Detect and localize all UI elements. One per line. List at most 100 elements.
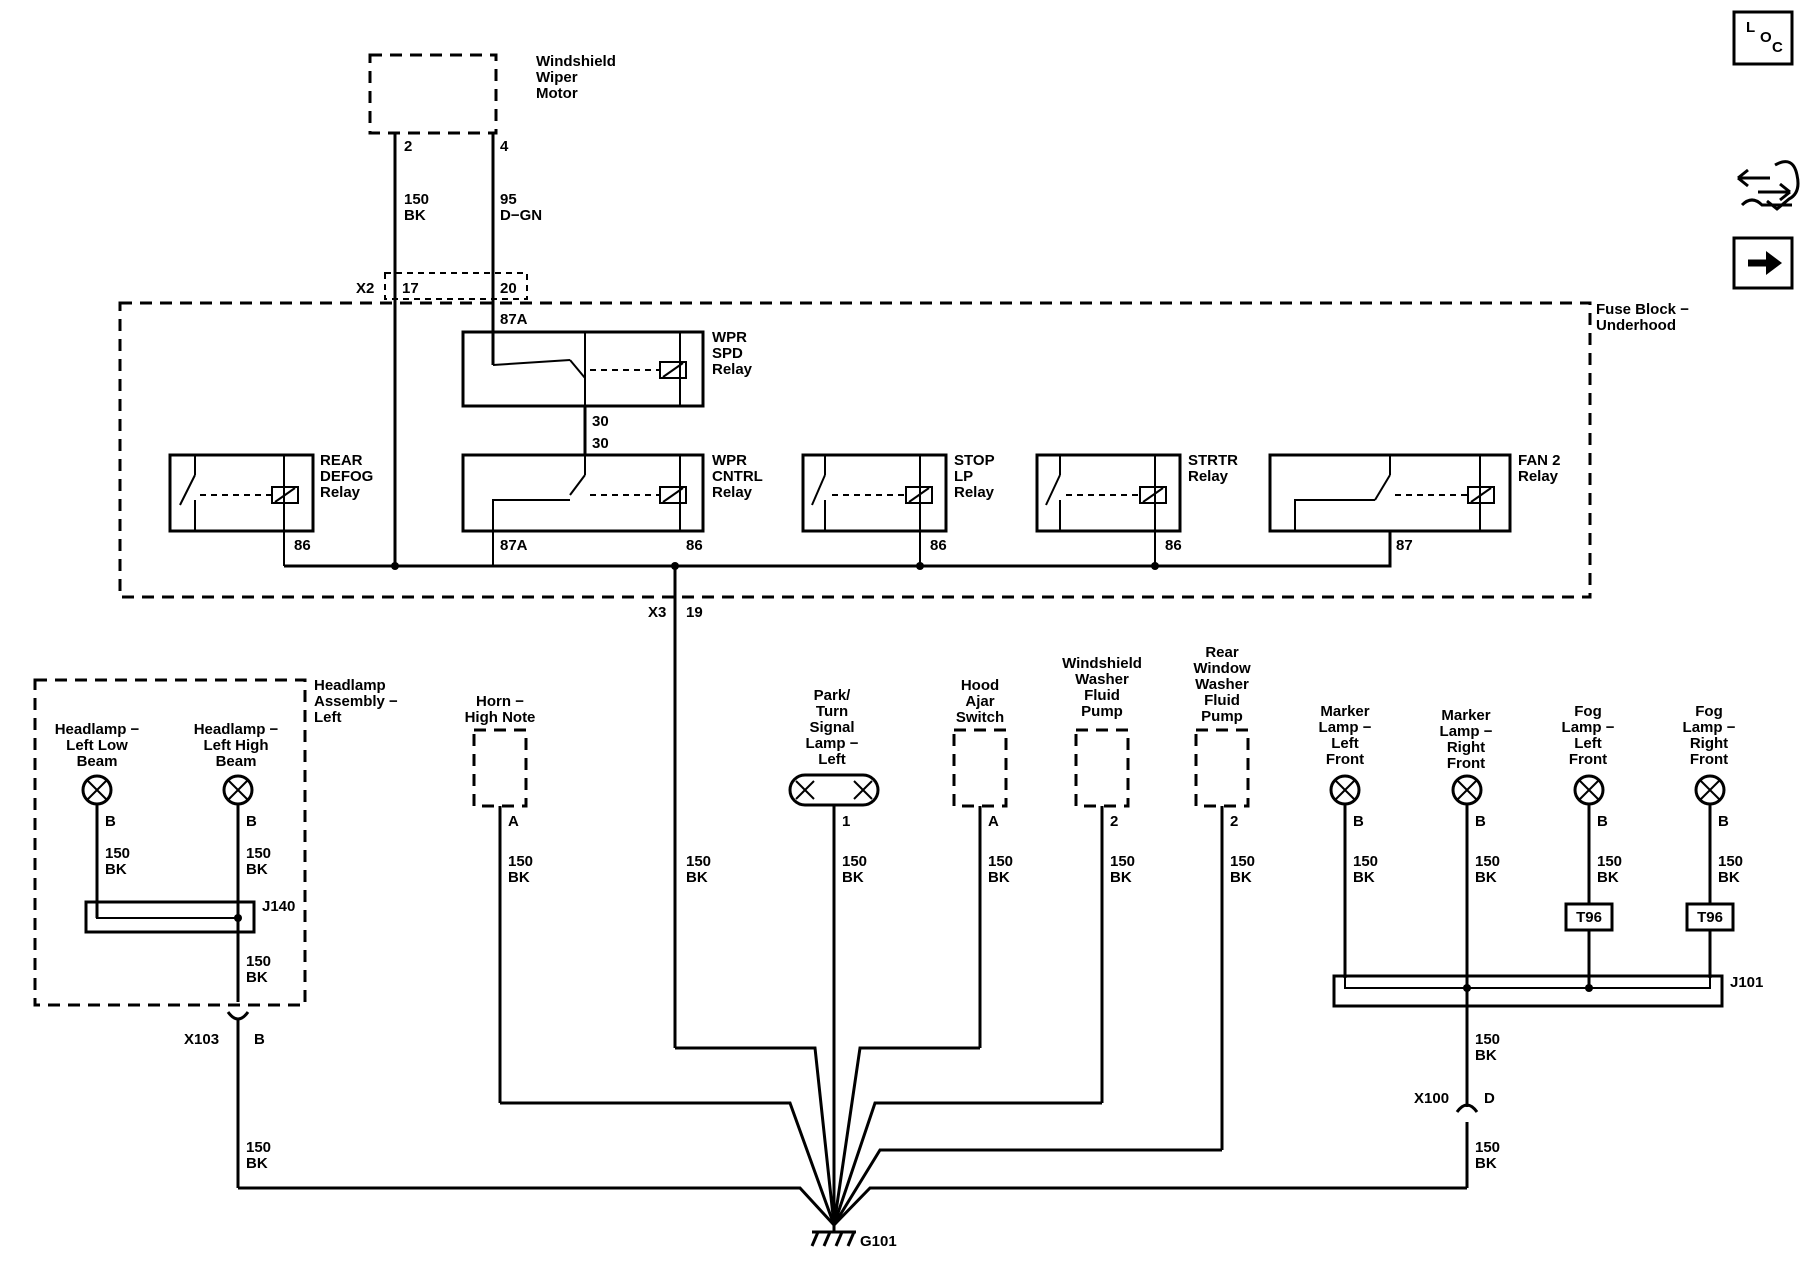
park-pin-1: 1 (842, 813, 850, 830)
marker-lf-pin-b: B (1353, 813, 1364, 830)
hood-pin-a: A (988, 813, 999, 830)
loc-letter-c: C (1772, 39, 1783, 56)
wire-label-150: 150 (246, 1139, 271, 1156)
loc-icon[interactable]: L O C (1732, 10, 1794, 66)
park-label-1: Park/ (814, 687, 852, 704)
wpr-spd-label-1: WPR (712, 329, 747, 346)
wire-label-dgn: D−GN (500, 207, 542, 224)
rear-defog-relay: REAR DEFOG Relay 86 (168, 452, 373, 566)
strtr-relay: STRTR Relay 86 (1035, 452, 1238, 566)
rw-pump-label-3: Washer (1195, 676, 1249, 693)
wire-label-150: 150 (105, 845, 130, 862)
wire-label-bk: BK (686, 869, 708, 886)
windshield-washer-fluid-pump: Windshield Washer Fluid Pump 2 (1062, 655, 1142, 830)
stop-lp-label-2: LP (954, 468, 973, 485)
dual-filament-lamp-icon (788, 773, 880, 807)
fog-rf-pin-b: B (1718, 813, 1729, 830)
x103-connector: X103 B (184, 1011, 265, 1048)
x3-pin-19: 19 (686, 604, 703, 621)
motor-label-2: Wiper (536, 69, 578, 86)
wire-label-bk: BK (246, 1155, 268, 1172)
wpr-cntrl-pin-30: 30 (592, 435, 609, 452)
fog-lamp-right-front: Fog Lamp − Right Front B (1683, 703, 1736, 830)
fog-lf-label-2: Lamp − (1562, 719, 1615, 736)
wire-label-150: 150 (1718, 853, 1743, 870)
wire-label-bk: BK (105, 861, 127, 878)
stop-lp-label-1: STOP (954, 452, 995, 469)
x103-pin-b: B (254, 1031, 265, 1048)
rw-pump-label-5: Pump (1201, 708, 1243, 725)
high-beam-pin-b: B (246, 813, 257, 830)
j101-splice (1332, 974, 1724, 1008)
strtr-label-2: Relay (1188, 468, 1229, 485)
wpr-spd-label-3: Relay (712, 361, 753, 378)
wpr-cntrl-relay: 30 WPR CNTRL Relay 87A 86 (461, 435, 763, 566)
wire-label-150: 150 (1475, 1139, 1500, 1156)
ground-g101: G101 (810, 1225, 897, 1250)
marker-lf-label-2: Lamp − (1319, 719, 1372, 736)
fog-rf-label-4: Front (1690, 751, 1728, 768)
stop-lp-relay: STOP LP Relay 86 (801, 452, 995, 566)
wire-label-bk: BK (246, 861, 268, 878)
wire-label-bk: BK (1475, 1155, 1497, 1172)
hood-label-3: Switch (956, 709, 1004, 726)
wire-label-150: 150 (1475, 853, 1500, 870)
j140-label: J140 (262, 898, 295, 915)
fog-rf-label-2: Lamp − (1683, 719, 1736, 736)
headlamp-left-high-beam: Headlamp − Left High Beam B (194, 721, 279, 830)
strtr-label-1: STRTR (1188, 452, 1238, 469)
fog-lf-label-1: Fog (1574, 703, 1602, 720)
marker-lamp-right-front: Marker Lamp − Right Front B (1440, 707, 1493, 830)
wire-label-bk: BK (1475, 869, 1497, 886)
motor-pin-2: 2 (404, 138, 412, 155)
horn-label-1: Horn − (476, 693, 524, 710)
ws-pump-label-1: Windshield (1062, 655, 1142, 672)
x2-pin-17: 17 (402, 280, 419, 297)
headlamp-assembly-label-2: Assembly − (314, 693, 398, 710)
headlamp-assembly-label-3: Left (314, 709, 342, 726)
diagnostic-tools-icon[interactable] (1737, 160, 1800, 211)
stop-lp-label-3: Relay (954, 484, 995, 501)
t96-label: T96 (1576, 909, 1602, 926)
wpr-cntrl-pin-86: 86 (686, 537, 703, 554)
marker-rf-label-3: Right (1447, 739, 1485, 756)
low-beam-pin-b: B (105, 813, 116, 830)
wpr-spd-label-2: SPD (712, 345, 743, 362)
ground-wires (238, 1046, 1467, 1227)
marker-lf-label-1: Marker (1320, 703, 1369, 720)
next-page-button[interactable] (1732, 236, 1794, 290)
j101-label: J101 (1730, 974, 1763, 991)
low-beam-label-3: Beam (77, 753, 118, 770)
j140-splice (84, 900, 256, 934)
x2-label: X2 (356, 280, 374, 297)
ws-pump-label-3: Fluid (1084, 687, 1120, 704)
wire-label-150: 150 (508, 853, 533, 870)
marker-rf-label-1: Marker (1441, 707, 1490, 724)
fog-lf-pin-b: B (1597, 813, 1608, 830)
high-beam-label-3: Beam (216, 753, 257, 770)
wire-label-bk: BK (246, 969, 268, 986)
wpr-spd-pin-30: 30 (592, 413, 609, 430)
pin-87a-top: 87A (500, 311, 528, 328)
strtr-pin-86: 86 (1165, 537, 1182, 554)
hood-ajar-switch: Hood Ajar Switch A (952, 677, 1008, 830)
motor-label-1: Windshield (536, 53, 616, 70)
marker-lamp-left-front: Marker Lamp − Left Front B (1319, 703, 1372, 830)
fog-lf-label-3: Left (1574, 735, 1602, 752)
ws-pump-label-4: Pump (1081, 703, 1123, 720)
x100-label: X100 (1414, 1090, 1449, 1107)
fog-rf-label-1: Fog (1695, 703, 1723, 720)
fan2-label-2: Relay (1518, 468, 1559, 485)
wire-label-95: 95 (500, 191, 517, 208)
t96-connector-right: T96 (1685, 902, 1735, 932)
fuse-block-label-2: Underhood (1596, 317, 1676, 334)
wpr-cntrl-pin-87a: 87A (500, 537, 528, 554)
wire-label-150: 150 (988, 853, 1013, 870)
rw-pump-label-2: Window (1193, 660, 1251, 677)
wpr-cntrl-label-2: CNTRL (712, 468, 763, 485)
marker-rf-label-2: Lamp − (1440, 723, 1493, 740)
wire-label-bk: BK (1110, 869, 1132, 886)
fuse-block-ground-bus (284, 531, 1392, 568)
wire-label-bk: BK (404, 207, 426, 224)
rear-defog-label-1: REAR (320, 452, 363, 469)
